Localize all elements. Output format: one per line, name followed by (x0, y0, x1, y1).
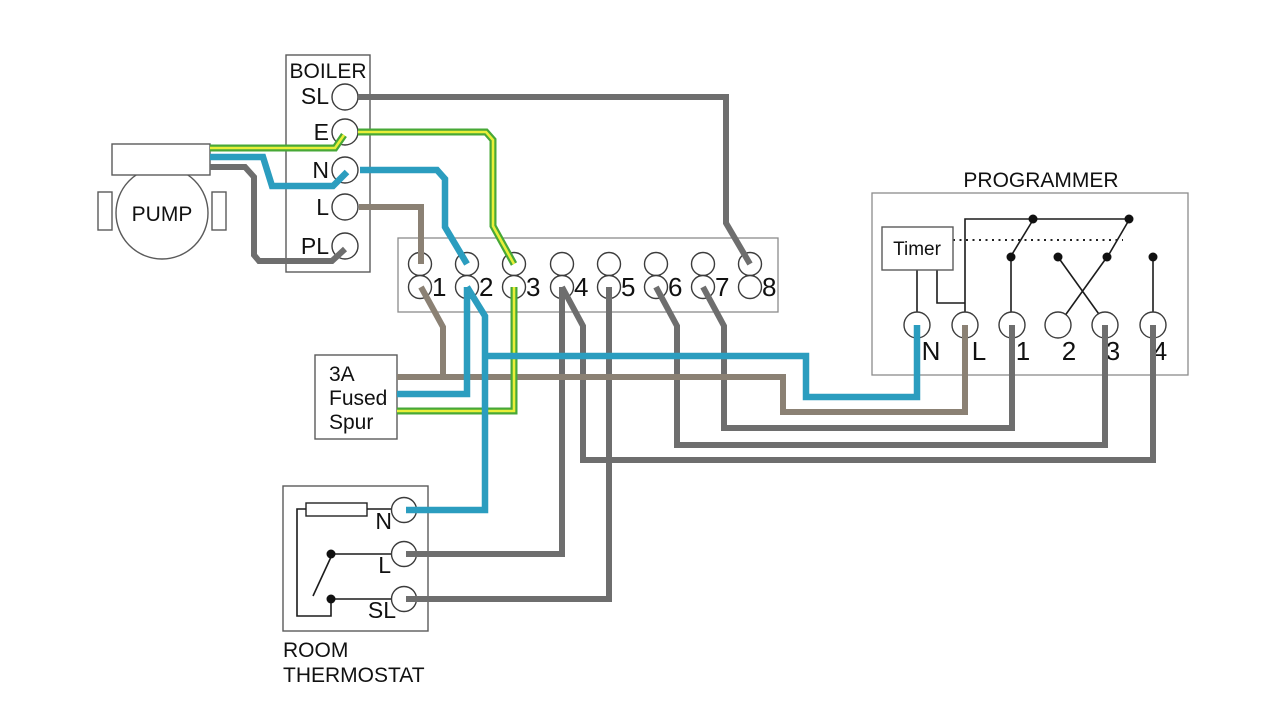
programmer-timer-box (881, 226, 954, 271)
boiler-terminal-label-e: E (314, 119, 329, 145)
strip-terminal-number: 4 (574, 272, 588, 302)
fused-spur-line-3: Spur (329, 411, 373, 434)
pump: PUMP (97, 143, 227, 260)
programmer-node-dot (1053, 252, 1063, 262)
thermostat-terminal-label-n: N (375, 508, 392, 534)
strip-terminal-number: 8 (762, 272, 776, 302)
wire-terminal-1-to-live-bus (418, 285, 446, 379)
programmer-timer-to-l-line (936, 270, 965, 304)
programmer-node-dot (1028, 214, 1038, 224)
wire-boiler-sl-to-terminal-8 (358, 94, 753, 266)
fused-spur-line-2: Fused (329, 387, 387, 410)
programmer-node-dot (1148, 252, 1158, 262)
programmer-cross-link-2-to-3 (1057, 256, 1102, 318)
programmer-terminal-label-3: 3 (1106, 336, 1120, 366)
programmer-timer-label: Timer (893, 239, 942, 260)
strip-terminal-number: 3 (526, 272, 540, 302)
programmer-terminal-circle-2 (1044, 311, 1072, 339)
strip-terminal-circle-top (690, 251, 716, 277)
programmer-box (871, 192, 1189, 376)
programmer-node-dot (1006, 252, 1016, 262)
programmer-switch-blade-2 (1107, 219, 1130, 257)
fused-spur-box (314, 354, 398, 440)
wire-boiler-e-to-terminal-3-yellow (358, 130, 516, 265)
wire-pump-n-to-boiler-n (210, 153, 350, 190)
programmer-terminal-label-n: N (922, 336, 941, 366)
programmer-l-rail (964, 218, 1129, 316)
wire-terminal-7-to-programmer-1 (700, 285, 1015, 431)
programmer-terminal-label-1: 1 (1016, 336, 1030, 366)
programmer: PROGRAMMER Timer N L 1 2 3 4 (871, 169, 1189, 376)
strip-terminal-6: 6 (643, 251, 682, 302)
wire-pump-l-to-boiler-pl (210, 164, 348, 264)
fused-spur: 3A Fused Spur (314, 354, 398, 440)
boiler-terminal-circle-l (331, 193, 359, 221)
pump-label: PUMP (132, 203, 193, 226)
thermostat-internal-rail (296, 508, 332, 617)
wire-neutral-branch-to-programmer-n (485, 325, 921, 401)
programmer-node-dot (1124, 214, 1134, 224)
fused-spur-line-1: 3A (329, 363, 355, 386)
strip-terminal-number: 2 (479, 272, 493, 302)
pump-flange-left (97, 191, 113, 231)
programmer-title: PROGRAMMER (963, 169, 1118, 192)
strip-terminal-1: 1 (407, 251, 446, 302)
strip-terminal-number: 5 (621, 272, 635, 302)
strip-terminal-number: 1 (432, 272, 446, 302)
strip-terminal-number: 6 (668, 272, 682, 302)
thermostat-terminal-label-l: L (378, 552, 391, 578)
boiler-terminal-label-pl: PL (301, 233, 329, 259)
wire-terminal-6-to-programmer-3 (653, 285, 1108, 448)
programmer-terminal-label-2: 2 (1062, 336, 1076, 366)
programmer-terminal-label-4: 4 (1153, 336, 1167, 366)
pump-terminal-box (111, 143, 211, 176)
boiler-terminal-label-n: N (312, 157, 329, 183)
strip-terminal-circle-top (549, 251, 575, 277)
wire-boiler-n-to-terminal-2 (360, 166, 470, 266)
strip-terminal-circle-top (643, 251, 669, 277)
thermostat-switch-blade (312, 556, 332, 597)
thermostat-caption-line-2: THERMOSTAT (283, 664, 425, 687)
room-thermostat: N L SL ROOM THERMOSTAT (282, 485, 429, 687)
programmer-switch-blade-1 (1010, 219, 1034, 257)
strip-terminal-circle-bottom (737, 274, 763, 300)
wire-terminal-4-to-programmer-4 (559, 285, 1156, 463)
wire-fused-spur-l-to-programmer-l (397, 325, 968, 415)
boiler-terminal-label-sl: SL (301, 83, 329, 109)
wires (210, 94, 1156, 602)
thermostat-caption-line-1: ROOM (283, 639, 348, 662)
wire-terminal-5-to-thermostat-sl (406, 287, 612, 602)
programmer-node-dot (1102, 252, 1112, 262)
pump-flange-right (211, 191, 227, 231)
strip-terminal-circle-top (596, 251, 622, 277)
thermostat-terminal-label-sl: SL (368, 597, 396, 623)
thermostat-switch-node-l (326, 549, 336, 559)
thermostat-anticipator-resistor (305, 502, 368, 517)
programmer-cross-link-3-to-2 (1063, 256, 1108, 318)
thermostat-switch-node-sl (326, 594, 336, 604)
wire-pump-e-to-boiler-e-yellow (210, 134, 346, 150)
programmer-terminal-label-l: L (972, 336, 986, 366)
strip-terminal-number: 7 (715, 272, 729, 302)
wire-terminal-2-to-fused-spur-n (397, 287, 471, 398)
boiler-terminal-circle-sl (331, 83, 359, 111)
wire-boiler-l-to-terminal-1 (359, 204, 424, 264)
boiler-terminal-label-l: L (316, 194, 329, 220)
boiler-title: BOILER (289, 60, 366, 83)
wire-terminal-2-to-thermostat-n (406, 285, 489, 514)
boiler: BOILER SL E N L PL (285, 54, 371, 273)
wire-terminal-3-to-fused-spur-e-yellow (397, 287, 516, 413)
